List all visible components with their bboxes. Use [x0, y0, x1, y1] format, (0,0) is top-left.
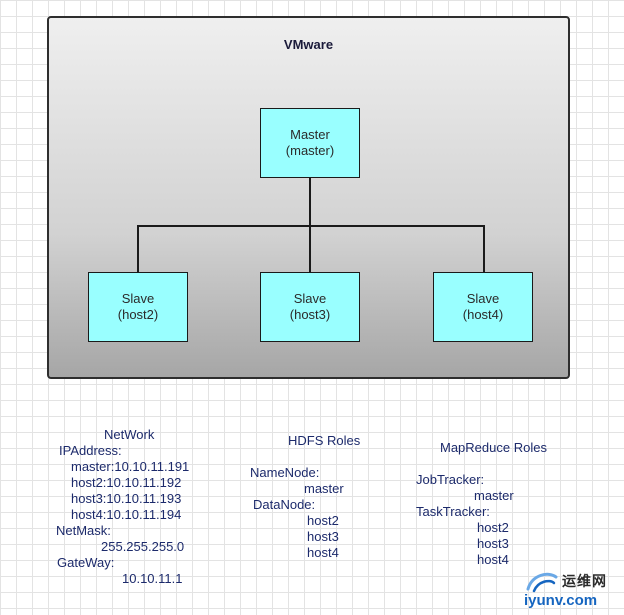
- connector-horizontal: [137, 225, 485, 227]
- network-netmask-label: NetMask:: [56, 523, 111, 538]
- slave-node-name: Slave: [293, 291, 327, 306]
- master-node: Master (master): [260, 108, 360, 178]
- watermark-url: iyunv.com: [524, 592, 598, 609]
- hdfs-datanode-host3: host3: [307, 529, 339, 544]
- network-gateway-label: GateWay:: [57, 555, 115, 570]
- slave-node-host4: Slave (host4): [433, 272, 533, 342]
- network-gateway-value: 10.10.11.1: [122, 571, 183, 586]
- hdfs-datanode-host2: host2: [307, 513, 339, 528]
- watermark: 运维网 iyunv.com: [520, 565, 624, 615]
- master-node-name: Master: [290, 127, 330, 142]
- slave-node-host: (host4): [462, 307, 504, 322]
- network-ip-label: IPAddress:: [59, 443, 122, 458]
- mapreduce-title: MapReduce Roles: [440, 440, 547, 455]
- hdfs-title: HDFS Roles: [288, 433, 361, 448]
- network-netmask-value: 255.255.255.0: [101, 539, 185, 554]
- slave-node-name: Slave: [121, 291, 155, 306]
- mapreduce-jobtracker-label: JobTracker:: [416, 472, 485, 487]
- network-ip-host4: host4:10.10.11.194: [71, 507, 182, 522]
- network-ip-host3: host3:10.10.11.193: [71, 491, 182, 506]
- master-node-host: (master): [285, 143, 335, 158]
- mapreduce-tasktracker-host2: host2: [477, 520, 509, 535]
- vmware-title: VMware: [283, 37, 334, 52]
- mapreduce-tasktracker-label: TaskTracker:: [416, 504, 490, 519]
- network-ip-master: master:10.10.11.191: [71, 459, 190, 474]
- slave-node-host2: Slave (host2): [88, 272, 188, 342]
- mapreduce-jobtracker-value: master: [474, 488, 514, 503]
- hdfs-namenode-label: NameNode:: [250, 465, 320, 480]
- mapreduce-tasktracker-host3: host3: [477, 536, 509, 551]
- swoosh-logo-icon: [526, 572, 558, 593]
- hdfs-datanode-host4: host4: [307, 545, 339, 560]
- slave-node-name: Slave: [466, 291, 500, 306]
- network-ip-host2: host2:10.10.11.192: [71, 475, 182, 490]
- slave-node-host: (host2): [117, 307, 159, 322]
- connector-slave-host3: [309, 225, 311, 273]
- network-title: NetWork: [104, 427, 155, 442]
- connector-slave-host2: [137, 225, 139, 273]
- watermark-cn: 运维网: [562, 573, 607, 589]
- slave-node-host3: Slave (host3): [260, 272, 360, 342]
- hdfs-namenode-value: master: [304, 481, 344, 496]
- hdfs-datanode-label: DataNode:: [253, 497, 316, 512]
- connector-master-down: [309, 178, 311, 226]
- connector-slave-host4: [483, 225, 485, 273]
- mapreduce-tasktracker-host4: host4: [477, 552, 509, 567]
- slave-node-host: (host3): [289, 307, 331, 322]
